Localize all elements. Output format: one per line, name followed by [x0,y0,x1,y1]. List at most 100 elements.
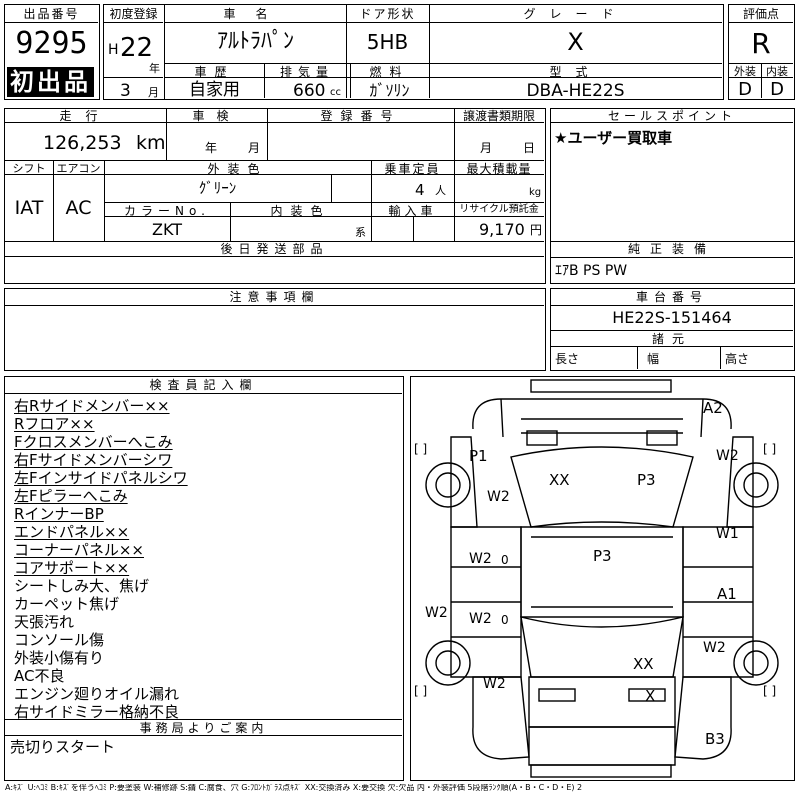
caution-box: 注意事項欄 [4,288,546,371]
import-label: 輸入車 [388,204,437,218]
chassis-box: 車台番号 HE22S-151464 諸元 長さ 幅 高さ [550,288,795,371]
height-label: 高さ [725,352,750,366]
mark-p3: P3 [593,547,612,565]
genuine-equipment: ｴｱB PS PW [555,263,628,279]
transfer-day-unit: 日 [523,141,536,155]
fuel: ｶﾞｿﾘﾝ [369,81,410,100]
reg-year: 22 [120,33,154,63]
remark-item: 左Fピラーへこみ [14,487,128,505]
transfer-month-unit: 月 [480,141,493,155]
mark-w2: W2 [425,605,448,621]
remark-item: Fクロスメンバーへこみ [14,433,173,451]
lot-label: 出品番号 [23,7,80,21]
shift-label: シフト [12,162,46,175]
mark-xx: XX [549,471,570,489]
mark-w1: W1 [716,526,739,542]
sales-point-box: セールスポイント ★ユーザー買取車 [550,108,795,242]
interior-score: D [770,79,784,100]
remark-item: 右Rサイドメンバー×× [14,397,170,415]
door-label: ドア形状 [359,7,416,21]
remark-item: エンドパネル×× [14,523,130,541]
car-diagram [425,379,779,778]
remark-item: カーペット焦げ [14,595,120,613]
inspection-year-unit: 年 [205,141,218,155]
details-box: 走行 126,253 km 車検 年 月 登録番号 譲渡書類期限 月 日 シフト… [4,108,546,284]
inspector-label: 検査員記入欄 [149,378,258,392]
car-diagram-box: A2 P1 W2 XX P3 W2 W2 0 P3 W1 A1 W2 W2 0 … [410,376,795,781]
month-unit: 月 [148,86,159,99]
inspection-month-unit: 月 [248,141,261,155]
displacement-label: 排気量 [279,65,334,79]
score: R [751,27,771,60]
rear-window [520,616,684,678]
left-front-wheel [425,462,471,508]
mark-w2: W2 [703,640,726,656]
load-unit: kg [529,187,542,198]
reg-month: 3 [120,81,131,101]
mark-zero: 0 [501,553,509,567]
car-name: ｱﾙﾄﾗﾊﾟﾝ [216,29,294,54]
front-bumper [530,379,672,393]
right-front-wheel [733,462,779,508]
chassis-label: 車台番号 [635,290,708,304]
year-unit: 年 [149,62,160,75]
recycle-label: リサイクル預託金 [459,204,539,215]
width-label: 幅 [647,352,660,366]
history: 自家用 [189,80,240,100]
remark-item: 右Fサイドメンバーシワ [14,451,173,469]
left-rear-wheel [425,640,471,686]
score-box: 評価点 R 外装 内装 D D [728,4,795,100]
displacement: 660 [293,81,326,101]
sales-point-label: セールスポイント [607,109,736,123]
capacity-unit: 人 [435,184,446,197]
ac: AC [65,197,92,219]
door-type: 5HB [366,30,409,54]
rear-bumper [530,764,672,778]
history-label: 車歴 [194,65,235,79]
car-name-label: 車名 [223,7,288,21]
right-tail-lamp [628,688,666,702]
score-label: 評価点 [742,7,779,21]
inspector-box: 検査員記入欄 右Rサイドメンバー×× Rフロア×× Fクロスメンバーへこみ 右F… [4,376,404,781]
remark-item: 天張汚れ [14,613,75,631]
interior-label: 内装 [766,65,788,78]
remark-item: エンジン廻りオイル漏れ [14,685,180,703]
right-rear-quarter [674,676,732,760]
windshield [510,446,694,528]
remark-item: 左Fインサイドパネルシワ [14,469,188,487]
length-label: 長さ [555,352,580,366]
mark-a1: A1 [717,585,737,603]
left-rear-quarter [472,676,530,760]
mark-a2: A2 [703,399,723,417]
era: H [108,42,119,58]
ac-label: エアコン [56,162,101,175]
remark-item: 右サイドミラー格納不良 [14,703,180,721]
lot-number-box: 出品番号 9295 初出品 [4,4,100,100]
mark-w2: W2 [716,448,739,464]
recycle-unit: 円 [530,223,543,237]
displacement-unit: cc [330,87,341,98]
bracket-right-top: [ ] [763,442,777,456]
lot-number: 9295 [15,26,88,61]
dims-label: 諸元 [651,332,692,346]
mark-w2: W2 [469,551,492,567]
remark-item: コンソール傷 [14,631,105,649]
mark-xx: XX [633,655,654,673]
mark-w2: W2 [469,611,492,627]
model-label: 型式 [549,65,602,79]
vehicle-info-box: 車名 ｱﾙﾄﾗﾊﾟﾝ ドア形状 5HB グレード X 車歴 自家用 排気量 66… [164,4,724,100]
mileage-unit: km [136,132,166,154]
grade-label: グレード [523,7,628,21]
later-parts-label: 後日発送部品 [220,242,329,256]
mileage: 126,253 [43,132,122,154]
right-headlight [646,430,678,446]
remark-item: シートしみ大、焦げ [14,577,150,595]
ext-color-label: 外装色 [207,162,268,176]
first-listing-badge: 初出品 [7,67,94,97]
color-no: ZKT [152,220,182,239]
remarks-list: 右Rサイドメンバー×× Rフロア×× Fクロスメンバーへこみ 右Fサイドメンバー… [5,395,402,721]
transfer-label: 譲渡書類期限 [462,109,535,123]
remark-item: 外装小傷有り [14,649,105,667]
grade: X [567,28,584,56]
sales-point: ★ユーザー買取車 [554,129,673,147]
